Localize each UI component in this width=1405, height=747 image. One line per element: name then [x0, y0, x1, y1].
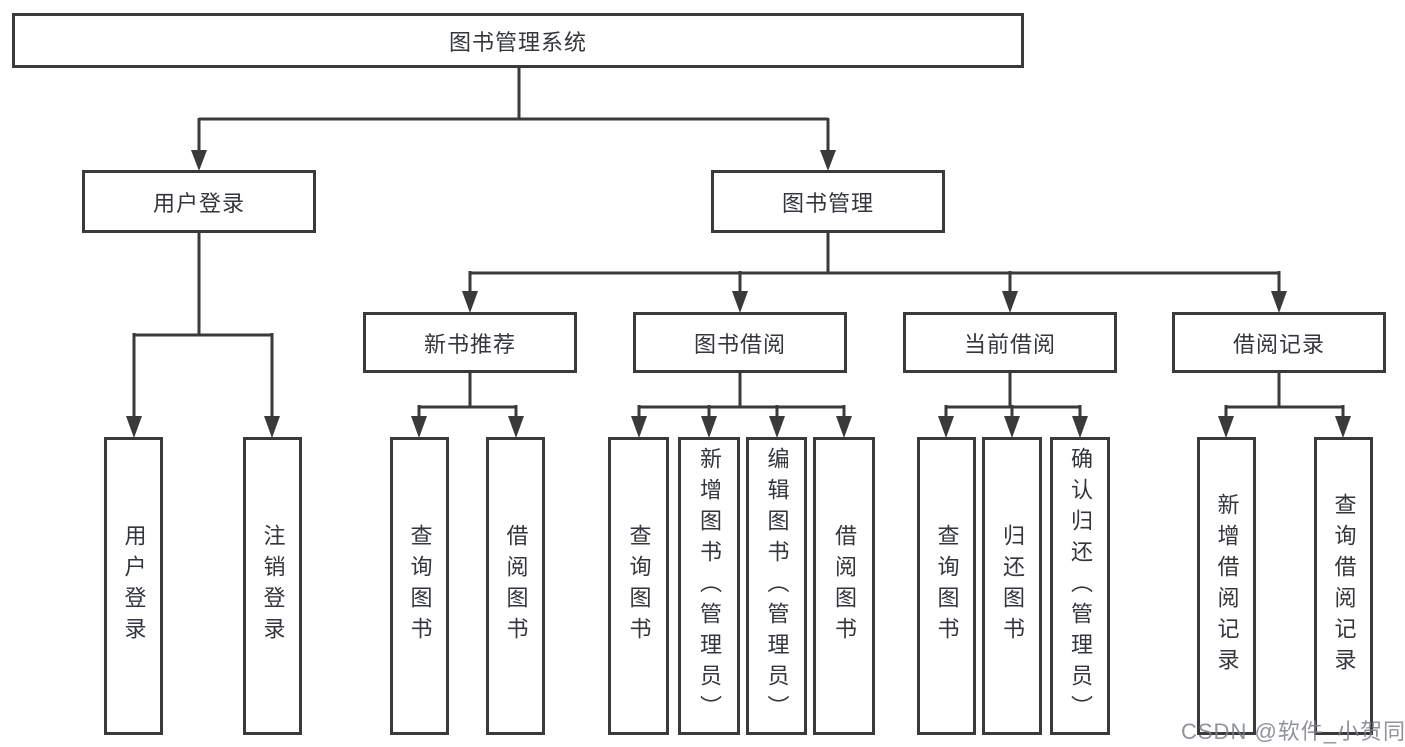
- node-label: 新增图书（管理员）: [697, 446, 722, 726]
- node-label: 借阅图书: [832, 524, 857, 648]
- node-book-management: 图书管理: [711, 170, 945, 233]
- node-query-books-borrowing: 查询图书: [608, 437, 669, 735]
- node-label: 用户登录: [152, 190, 245, 216]
- node-query-borrow-record: 查询借阅记录: [1314, 437, 1373, 735]
- node-query-books-recommend: 查询图书: [390, 437, 449, 735]
- node-confirm-return-admin: 确认归还（管理员）: [1050, 437, 1110, 735]
- node-label: 注销登录: [260, 524, 286, 648]
- node-borrow-books-recommend: 借阅图书: [486, 437, 545, 735]
- node-label: 用户登录: [121, 524, 147, 648]
- node-user-login-action: 用户登录: [104, 437, 163, 735]
- node-borrow-books-action: 借阅图书: [813, 437, 875, 735]
- node-add-books-admin: 新增图书（管理员）: [678, 437, 740, 735]
- node-new-book-recommendation: 新书推荐: [363, 312, 577, 373]
- node-label: 查询图书: [626, 524, 652, 648]
- node-edit-books-admin: 编辑图书（管理员）: [746, 437, 807, 735]
- node-label: 查询借阅记录: [1331, 493, 1357, 679]
- node-add-borrow-record: 新增借阅记录: [1197, 437, 1256, 735]
- node-label: 编辑图书（管理员）: [764, 446, 790, 726]
- node-return-books: 归还图书: [982, 437, 1042, 735]
- node-user-login: 用户登录: [82, 170, 316, 233]
- node-label: 新书推荐: [423, 331, 516, 357]
- node-current-borrowing: 当前借阅: [903, 312, 1117, 373]
- node-borrowing-records: 借阅记录: [1172, 312, 1386, 373]
- node-query-books-current: 查询图书: [917, 437, 976, 735]
- node-label: 图书借阅: [693, 331, 786, 357]
- node-label: 查询图书: [407, 524, 433, 648]
- node-logout: 注销登录: [243, 437, 302, 735]
- node-label: 图书管理系统: [448, 29, 587, 55]
- node-label: 新增借阅记录: [1214, 493, 1240, 679]
- node-label: 借阅记录: [1232, 331, 1325, 357]
- watermark: CSDN @软件_小贺同学: [1181, 719, 1405, 744]
- node-label: 图书管理: [781, 190, 874, 216]
- node-label: 查询图书: [934, 524, 960, 648]
- node-label: 归还图书: [1000, 524, 1025, 648]
- arrowhead-icons: [126, 150, 1351, 438]
- node-label: 当前借阅: [963, 331, 1056, 357]
- node-label: 借阅图书: [503, 524, 529, 648]
- node-label: 确认归还（管理员）: [1068, 446, 1093, 726]
- node-book-borrowing: 图书借阅: [633, 312, 847, 373]
- node-library-system: 图书管理系统: [12, 13, 1024, 68]
